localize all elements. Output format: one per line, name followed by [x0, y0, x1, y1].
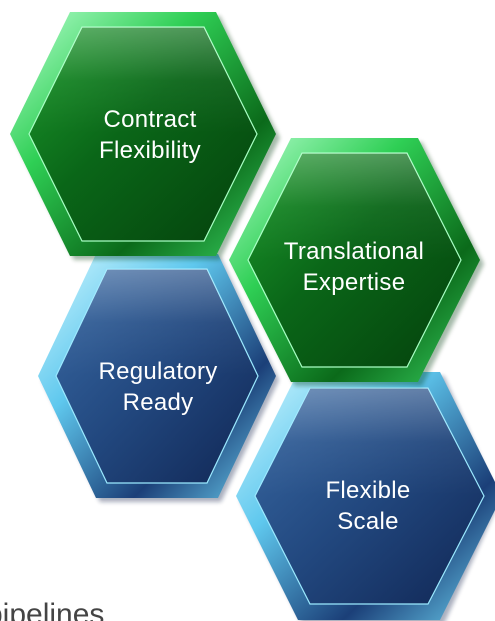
hexagon-translational-expertise	[229, 138, 484, 386]
hexagon-contract-flexibility	[10, 12, 280, 260]
label-line: Scale	[337, 508, 399, 535]
label-line: Regulatory	[98, 358, 218, 385]
hexagon-label-translational-expertise: Translational Expertise	[264, 236, 444, 298]
label-line: Translational	[283, 238, 425, 265]
label-line: Expertise	[302, 269, 406, 296]
label-line: Ready	[122, 389, 194, 416]
hexagon-label-flexible-scale: Flexible Scale	[298, 475, 438, 537]
label-line: Flexibility	[99, 137, 201, 164]
label-line: Contract	[103, 106, 197, 133]
hexagon-label-contract-flexibility: Contract Flexibility	[80, 104, 220, 166]
label-line: Flexible	[325, 477, 411, 504]
clipped-caption-text: pipelines	[0, 598, 105, 621]
hexagon-regulatory-ready	[38, 254, 279, 502]
hexagon-flexible-scale	[236, 372, 495, 621]
hexagon-label-regulatory-ready: Regulatory Ready	[78, 356, 238, 418]
